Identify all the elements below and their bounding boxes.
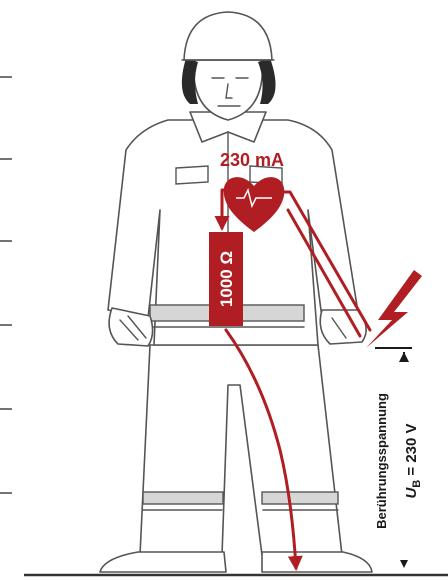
voltage-subscript: B bbox=[411, 480, 423, 488]
lightning-bolt-icon bbox=[366, 270, 422, 348]
current-label: 230 mA bbox=[220, 150, 284, 170]
touch-voltage-label: Berührungsspannung bbox=[374, 393, 389, 529]
body-resistance-box: 1000 Ω bbox=[209, 232, 243, 326]
touch-voltage-indicator: Berührungsspannung UB = 230 V bbox=[366, 348, 436, 566]
voltage-value: = 230 V bbox=[403, 423, 420, 479]
resistance-label: 1000 Ω bbox=[217, 251, 236, 307]
left-scale-ticks bbox=[0, 77, 12, 493]
